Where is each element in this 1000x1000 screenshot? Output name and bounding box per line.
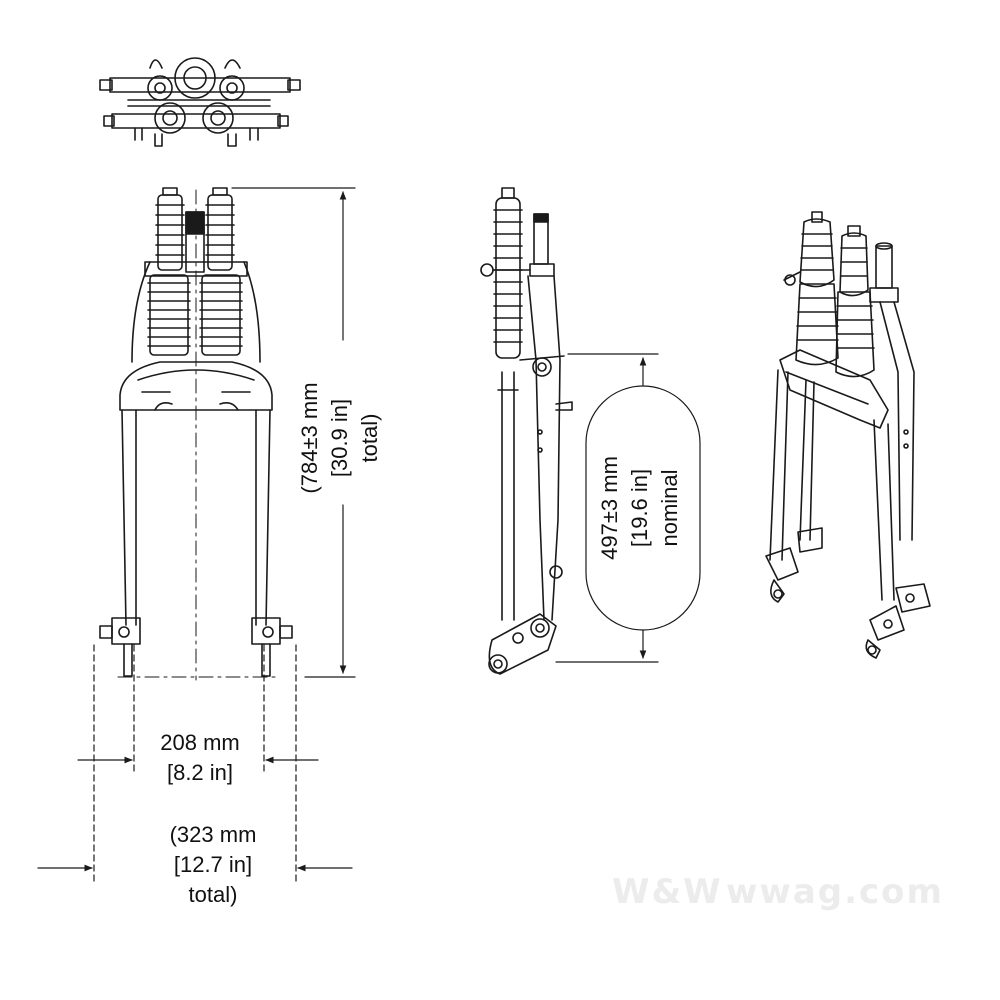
total-width-value: (323 mm: [169, 822, 257, 847]
axle-width-label: 208 mm [8.2 in]: [130, 728, 270, 788]
width-dimensions: [37, 644, 353, 886]
total-height-imperial: [30.9 in]: [327, 398, 352, 478]
axle-width-imperial: [8.2 in]: [166, 760, 234, 785]
nominal-travel-note: nominal: [657, 469, 682, 547]
watermark-brand: W&W: [612, 872, 723, 912]
total-height-note: total): [357, 413, 382, 463]
isometric-view: [765, 211, 931, 659]
side-view: [480, 187, 573, 675]
nominal-travel-label: 497±3 mm [19.6 in] nominal: [595, 428, 691, 588]
nominal-travel-imperial: [19.6 in]: [627, 468, 652, 548]
watermark-site: wwag.com: [726, 872, 944, 912]
top-view: [99, 57, 301, 147]
total-width-imperial: [12.7 in]: [173, 852, 253, 877]
total-height-value: (784±3 mm: [297, 382, 322, 494]
front-view: [99, 187, 293, 681]
total-height-label: (784±3 mm [30.9 in] total): [295, 358, 391, 518]
total-width-label: (323 mm [12.7 in] total): [133, 820, 293, 910]
nominal-travel-value: 497±3 mm: [597, 456, 622, 560]
height-dimension: [231, 187, 356, 678]
total-width-note: total): [188, 882, 238, 907]
axle-width-value: 208 mm: [160, 730, 240, 755]
travel-dimension: [555, 353, 701, 663]
